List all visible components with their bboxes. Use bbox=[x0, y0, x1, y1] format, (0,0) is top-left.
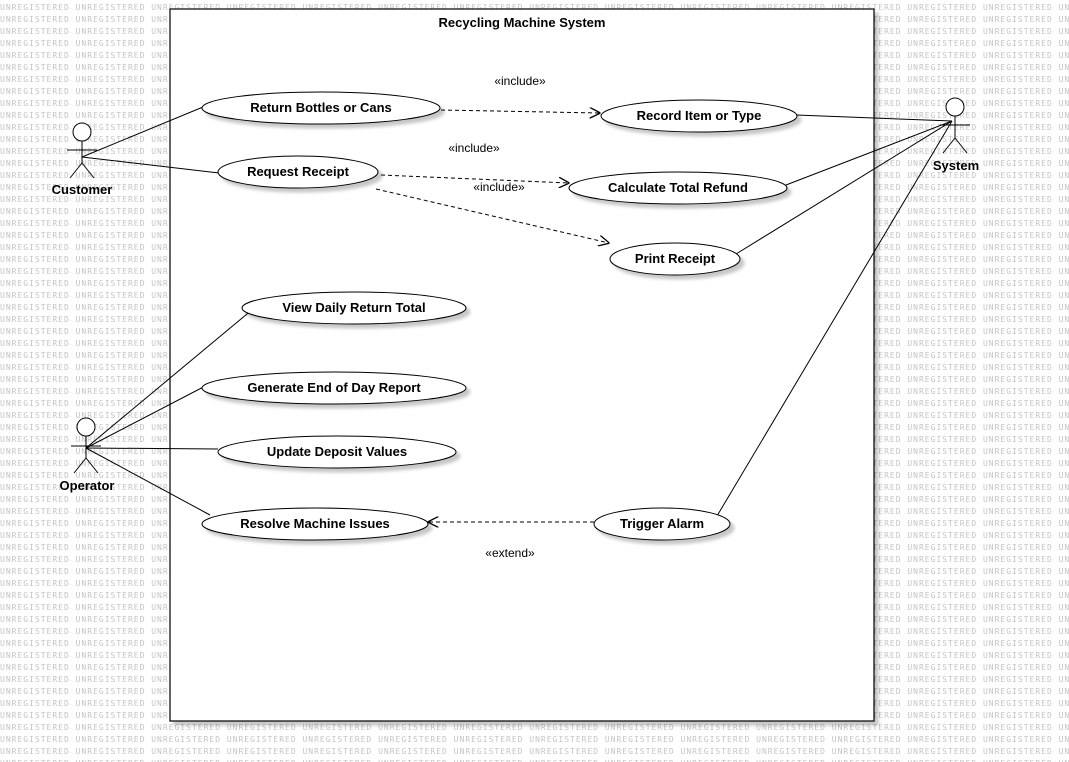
use-case-trigger-alarm[interactable]: Trigger Alarm bbox=[593, 507, 731, 541]
actor-customer-label: Customer bbox=[52, 182, 113, 197]
stick-figure-icon bbox=[71, 417, 101, 474]
watermark-row: UNREGISTERED UNREGISTERED UNREGISTERED U… bbox=[0, 735, 1069, 744]
actor-operator-label: Operator bbox=[60, 478, 115, 493]
assoc-operator-resolve bbox=[85, 447, 211, 516]
include-receipt-refund bbox=[380, 174, 569, 183]
svg-text:Record Item or Type: Record Item or Type bbox=[637, 108, 762, 123]
svg-text:Trigger Alarm: Trigger Alarm bbox=[620, 516, 704, 531]
assoc-operator-update bbox=[85, 447, 219, 450]
stereotype-include-2: «include» bbox=[448, 141, 500, 155]
actor-system-label: System bbox=[933, 158, 979, 173]
svg-text:Return Bottles or Cans: Return Bottles or Cans bbox=[250, 100, 392, 115]
assoc-system-refund bbox=[785, 120, 953, 186]
use-case-resolve-issues[interactable]: Resolve Machine Issues bbox=[201, 507, 429, 541]
assoc-system-alarm bbox=[716, 120, 953, 517]
include-receipt-print bbox=[375, 188, 609, 243]
assoc-system-print bbox=[735, 120, 953, 255]
watermark-row: UNREGISTERED UNREGISTERED UNREGISTERED U… bbox=[0, 747, 1069, 756]
actor-system[interactable]: System bbox=[933, 97, 979, 173]
watermark-row: UNREGISTERED UNREGISTERED UNREGISTERED U… bbox=[0, 758, 1069, 762]
stereotype-extend: «extend» bbox=[485, 546, 535, 560]
use-case-update-deposit[interactable]: Update Deposit Values bbox=[217, 435, 457, 469]
assoc-operator-view bbox=[85, 308, 254, 449]
assoc-customer-receipt bbox=[81, 156, 220, 174]
use-case-calculate-refund[interactable]: Calculate Total Refund bbox=[568, 171, 788, 205]
stereotype-include-3: «include» bbox=[473, 180, 525, 194]
assoc-system-record bbox=[795, 114, 953, 122]
use-case-request-receipt[interactable]: Request Receipt bbox=[217, 155, 379, 189]
svg-text:Resolve Machine Issues: Resolve Machine Issues bbox=[240, 516, 390, 531]
use-case-print-receipt[interactable]: Print Receipt bbox=[609, 242, 741, 276]
watermark-row: UNREGISTERED UNREGISTERED UNREGISTERED U… bbox=[0, 723, 1069, 732]
svg-text:Calculate Total Refund: Calculate Total Refund bbox=[608, 180, 748, 195]
svg-text:View Daily Return Total: View Daily Return Total bbox=[282, 300, 425, 315]
use-case-generate-report[interactable]: Generate End of Day Report bbox=[201, 371, 467, 405]
use-case-view-daily[interactable]: View Daily Return Total bbox=[241, 291, 467, 325]
system-boundary-title: Recycling Machine System bbox=[439, 15, 606, 30]
stereotype-include-1: «include» bbox=[494, 74, 546, 88]
actor-operator[interactable]: Operator bbox=[60, 417, 115, 493]
svg-text:Update Deposit Values: Update Deposit Values bbox=[267, 444, 407, 459]
include-return-record bbox=[440, 110, 600, 113]
use-case-return-bottles[interactable]: Return Bottles or Cans bbox=[201, 91, 441, 125]
stick-figure-icon bbox=[67, 122, 97, 179]
associations bbox=[81, 106, 953, 517]
watermark-row: UNREGISTERED UNREGISTERED UNREGISTERED U… bbox=[0, 3, 1069, 12]
actor-customer[interactable]: Customer bbox=[52, 122, 113, 197]
stick-figure-icon bbox=[940, 97, 970, 154]
use-case-record-item[interactable]: Record Item or Type bbox=[600, 99, 798, 133]
assoc-operator-report bbox=[85, 381, 214, 449]
svg-text:Request Receipt: Request Receipt bbox=[247, 164, 350, 179]
dependencies bbox=[375, 110, 609, 522]
svg-text:Generate End of Day Report: Generate End of Day Report bbox=[247, 380, 421, 395]
assoc-customer-return bbox=[81, 106, 204, 158]
svg-text:Print Receipt: Print Receipt bbox=[635, 251, 716, 266]
